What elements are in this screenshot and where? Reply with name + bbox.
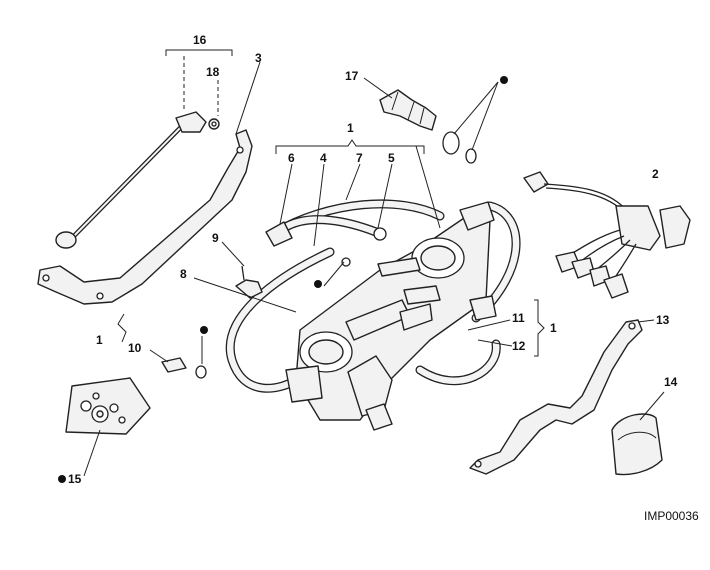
callout-17: 17	[345, 69, 359, 83]
wiring-harness	[523, 171, 691, 299]
long-mounting-bracket	[469, 319, 643, 475]
callout-1-right: 1	[550, 321, 557, 335]
bracket-top-1	[275, 139, 425, 154]
fuel-injector	[379, 89, 437, 131]
callout-12: 12	[512, 339, 526, 353]
callout-13: 13	[656, 313, 670, 327]
callout-labels: 16 18 3 17 1 6 4 7 5 2 9 8 1 10 11 12 1 …	[68, 33, 678, 486]
bracket-left-1	[117, 313, 127, 343]
protective-cover	[611, 413, 663, 476]
injector-o-ring-small	[465, 148, 477, 164]
linkage-rod	[55, 111, 220, 249]
fitting-seal	[195, 365, 207, 379]
gasket-kit	[65, 377, 151, 435]
callout-7: 7	[356, 151, 363, 165]
callout-2: 2	[652, 167, 659, 181]
hose-end-cap	[265, 221, 293, 247]
callout-16: 16	[193, 33, 207, 47]
callout-1-left: 1	[96, 333, 103, 347]
leader-lines	[83, 61, 665, 477]
support-bracket	[37, 129, 253, 305]
callout-4: 4	[320, 151, 327, 165]
callout-14: 14	[664, 375, 678, 389]
dot-marker-left	[200, 326, 208, 334]
callout-8: 8	[180, 267, 187, 281]
callout-1-top: 1	[347, 121, 354, 135]
dot-marker-15	[58, 475, 66, 483]
callout-6: 6	[288, 151, 295, 165]
callout-11: 11	[512, 311, 525, 325]
hose-clamp	[373, 227, 387, 241]
callout-5: 5	[388, 151, 395, 165]
callout-15: 15	[68, 472, 82, 486]
callout-18: 18	[206, 65, 220, 79]
dot-marker-top	[500, 76, 508, 84]
bracket-16	[165, 49, 233, 56]
throttle-body-assembly	[285, 201, 497, 431]
fuel-hoses	[225, 199, 521, 393]
injector-o-ring-large	[442, 131, 460, 155]
callout-9: 9	[212, 231, 219, 245]
dot-marker-center	[314, 280, 322, 288]
image-code: IMP00036	[644, 509, 699, 523]
callout-3: 3	[255, 51, 262, 65]
callout-10: 10	[128, 341, 142, 355]
bracket-right-1	[534, 299, 545, 357]
